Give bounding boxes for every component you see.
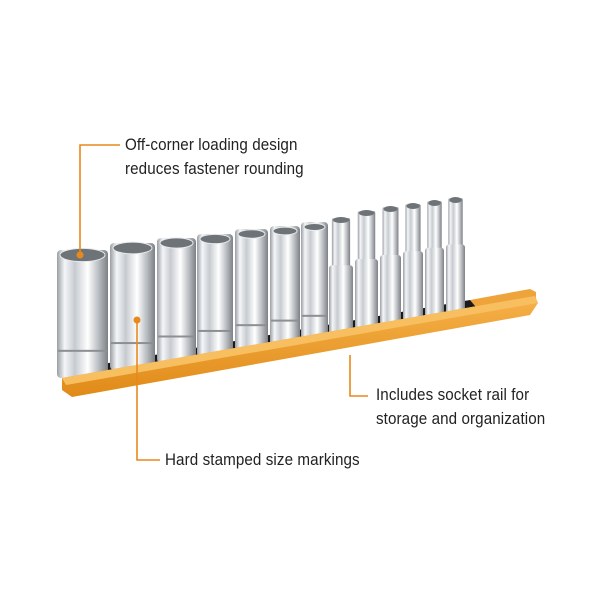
socket-rail-top-face bbox=[62, 296, 538, 385]
callout-size-markings: Hard stamped size markings bbox=[165, 448, 360, 472]
callout-lines bbox=[79, 144, 368, 461]
callout-socket-rail: Includes socket rail for storage and org… bbox=[376, 383, 545, 431]
callout-text: Hard stamped size markings bbox=[165, 451, 360, 469]
callout-text: reduces fastener rounding bbox=[125, 160, 304, 178]
socket-opening bbox=[303, 222, 326, 232]
socket-4 bbox=[197, 233, 233, 357]
socket-11 bbox=[403, 203, 423, 322]
socket-opening bbox=[383, 206, 398, 212]
callout-dot-markings bbox=[133, 316, 141, 324]
socket-5 bbox=[235, 229, 268, 351]
socket-opening bbox=[358, 210, 375, 216]
socket-13 bbox=[446, 197, 465, 314]
socket-8 bbox=[329, 217, 353, 336]
socket-2 bbox=[110, 241, 155, 370]
socket-opening bbox=[406, 203, 420, 209]
socket-3 bbox=[157, 237, 196, 363]
socket-opening bbox=[112, 241, 153, 255]
callout-text: Includes socket rail for bbox=[376, 386, 530, 404]
socket-6 bbox=[270, 226, 300, 346]
socket-opening bbox=[272, 226, 298, 236]
socket-opening bbox=[159, 237, 194, 249]
socket-7 bbox=[301, 222, 328, 341]
callout-text: Off-corner loading design bbox=[125, 136, 298, 154]
socket-9 bbox=[355, 210, 378, 331]
socket-opening bbox=[449, 197, 462, 203]
sockets-group bbox=[57, 197, 465, 378]
socket-1 bbox=[57, 247, 108, 378]
callout-dot-loading bbox=[76, 251, 84, 259]
socket-opening bbox=[332, 217, 350, 223]
callout-text: storage and organization bbox=[376, 410, 546, 428]
callout-line-loading bbox=[79, 144, 120, 253]
callout-loading-design: Off-corner loading design reduces fasten… bbox=[125, 133, 304, 181]
socket-opening bbox=[199, 233, 231, 245]
callout-line-rail bbox=[349, 355, 368, 397]
socket-10 bbox=[380, 206, 401, 327]
socket-12 bbox=[425, 200, 444, 318]
callout-line-markings bbox=[136, 322, 160, 461]
socket-opening bbox=[237, 229, 266, 239]
socket-opening bbox=[428, 200, 441, 206]
